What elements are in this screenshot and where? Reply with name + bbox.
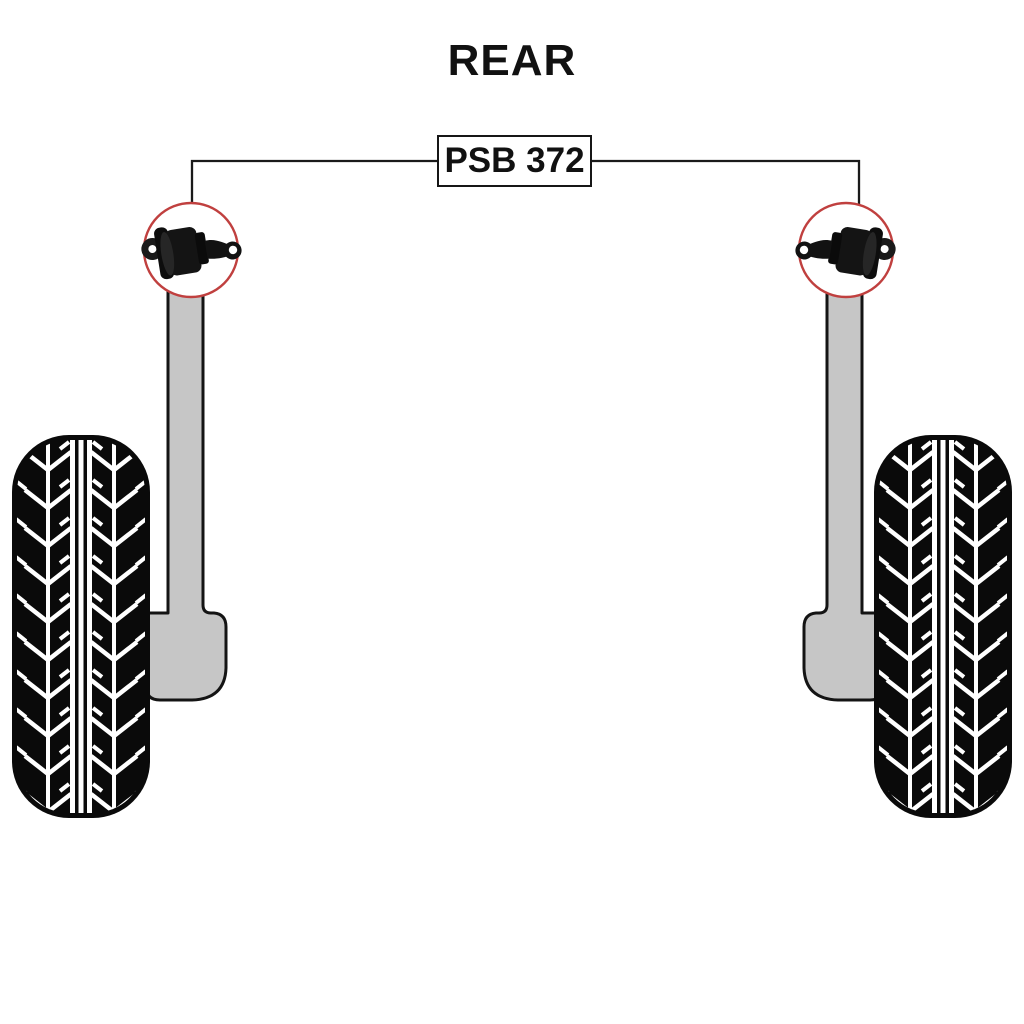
- left-trailing-arm: [144, 238, 228, 702]
- right-tire: [874, 435, 1012, 818]
- left-tire: [12, 435, 150, 818]
- right-trailing-arm: [802, 238, 886, 702]
- part-label-box: PSB 372: [437, 135, 592, 187]
- page-title: REAR: [447, 36, 577, 85]
- left-bushing-callout: [142, 201, 244, 299]
- right-bushing-callout: [793, 201, 895, 299]
